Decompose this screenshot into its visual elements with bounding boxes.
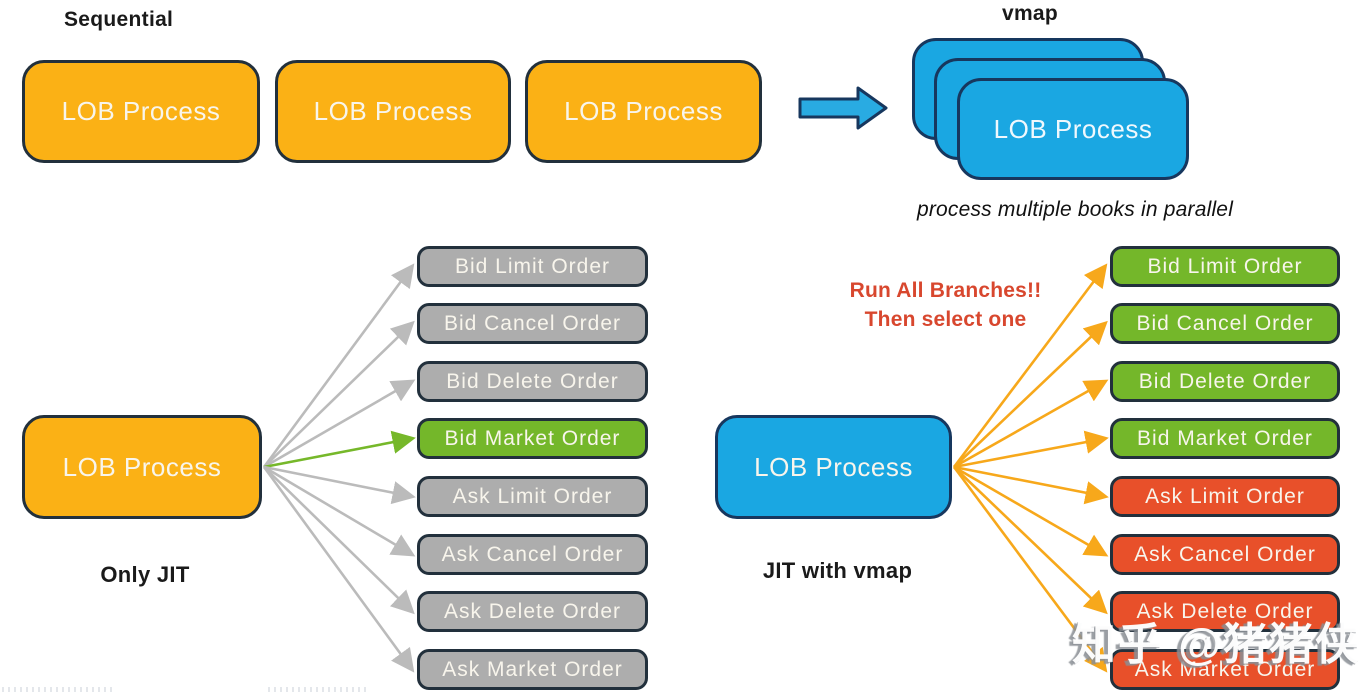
jit-vmap-lob-box: LOB Process (715, 415, 952, 519)
order-box-bid-cancel-order: Bid Cancel Order (417, 303, 648, 344)
jit-only-arrow-6 (263, 466, 415, 615)
jit-vmap-arrow-1 (953, 320, 1108, 468)
jit-only-lob-box: LOB Process (22, 415, 262, 519)
order-box-bid-market-order: Bid Market Order (417, 418, 648, 459)
jit-only-arrow-3 (263, 430, 416, 469)
sequential-lob-box-2: LOB Process (275, 60, 511, 163)
jit-vmap-arrow-5 (953, 465, 1109, 557)
jit-vmap-arrow-3 (953, 430, 1109, 469)
jit-vmap-arrow-2 (953, 379, 1109, 469)
jit-vmap-arrow-7 (952, 466, 1108, 673)
order-box-bid-limit-order: Bid Limit Order (1110, 246, 1340, 287)
order-box-ask-market-order: Ask Market Order (1110, 649, 1340, 690)
jit-vmap-arrow-4 (953, 465, 1109, 505)
order-box-bid-market-order: Bid Market Order (1110, 418, 1340, 459)
order-box-bid-limit-order: Bid Limit Order (417, 246, 648, 287)
jit-only-arrow-1 (263, 320, 415, 468)
jit-only-arrow-0 (262, 263, 415, 468)
vmap-label: vmap (1001, 2, 1059, 25)
order-box-ask-delete-order: Ask Delete Order (1110, 591, 1340, 632)
order-box-bid-cancel-order: Bid Cancel Order (1110, 303, 1340, 344)
jit-only-arrow-2 (263, 379, 416, 469)
order-box-ask-market-order: Ask Market Order (417, 649, 648, 690)
jit-vmap-arrow-6 (953, 466, 1108, 615)
vmap-stack-box-front: LOB Process (957, 78, 1189, 180)
fan-arrows (262, 263, 1109, 673)
order-box-bid-delete-order: Bid Delete Order (1110, 361, 1340, 402)
jit-only-caption: Only JIT (100, 562, 190, 587)
order-box-ask-cancel-order: Ask Cancel Order (417, 534, 648, 575)
vmap-caption: process multiple books in parallel (916, 198, 1234, 221)
sequential-lob-box-3: LOB Process (525, 60, 762, 163)
sequential-label: Sequential (64, 8, 174, 31)
block-arrow-right-icon (798, 86, 888, 130)
bottom-edge-text-fragment (268, 687, 370, 692)
note-line-1: Run All Branches!! (849, 279, 1042, 302)
order-box-ask-limit-order: Ask Limit Order (1110, 476, 1340, 517)
sequential-lob-box-1: LOB Process (22, 60, 260, 163)
jit-only-arrow-4 (263, 465, 416, 505)
note-line-2: Then select one (864, 308, 1027, 331)
jit-vmap-arrow-0 (952, 263, 1108, 468)
bottom-edge-text-fragment (2, 687, 114, 692)
order-box-ask-cancel-order: Ask Cancel Order (1110, 534, 1340, 575)
watermark: 知乎 @猪猪侠 (1072, 620, 1362, 669)
run-all-branches-note: Run All Branches!! Then select one (818, 276, 1073, 334)
order-box-ask-delete-order: Ask Delete Order (417, 591, 648, 632)
jit-only-arrow-5 (263, 465, 416, 557)
jit-vmap-caption: JIT with vmap (762, 558, 913, 583)
jit-only-arrow-7 (262, 466, 415, 673)
order-box-ask-limit-order: Ask Limit Order (417, 476, 648, 517)
order-box-bid-delete-order: Bid Delete Order (417, 361, 648, 402)
